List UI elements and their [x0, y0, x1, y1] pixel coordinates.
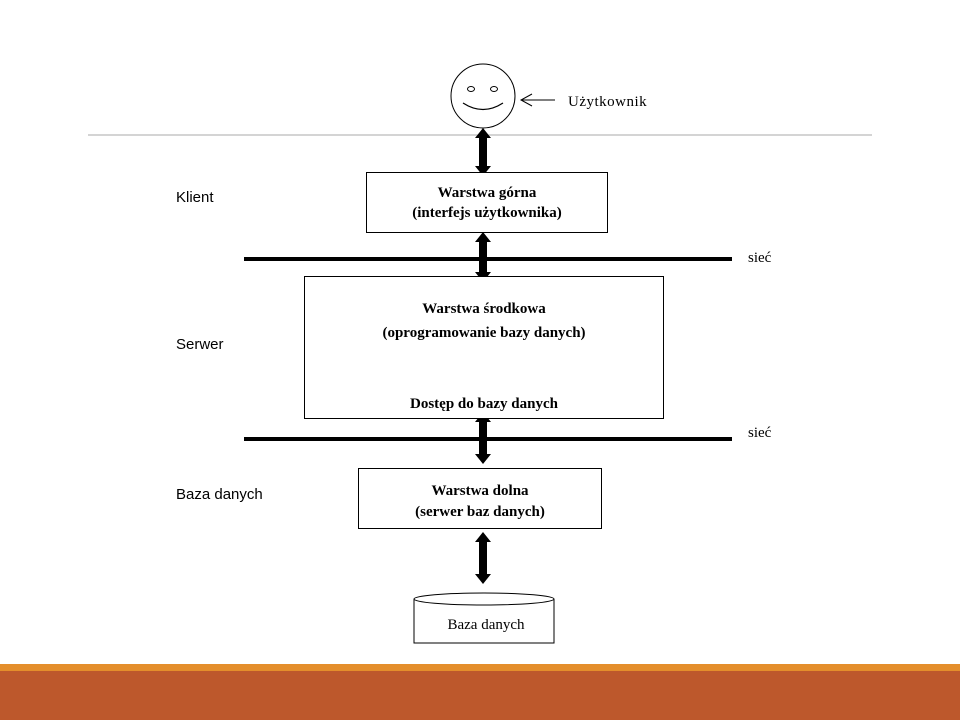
bottom-layer-subtitle: (serwer baz danych) [415, 504, 545, 520]
bottom-layer-box: Warstwa dolna (serwer baz danych) [358, 468, 602, 529]
database-cylinder-label: Baza danych [447, 617, 525, 633]
layer-label-database: Baza danych [176, 486, 263, 503]
double-arrow-1-icon [475, 128, 491, 176]
footer-band [0, 664, 960, 720]
footer-stripe [0, 664, 960, 671]
top-layer-subtitle: (interfejs użytkownika) [412, 205, 562, 221]
middle-layer-title: Warstwa środkowa [422, 301, 546, 317]
user-label: Użytkownik [568, 94, 648, 110]
layer-label-client: Klient [176, 189, 214, 206]
database-cylinder-icon [413, 592, 555, 644]
middle-layer-access: Dostęp do bazy danych [410, 396, 558, 412]
middle-layer-subtitle: (oprogramowanie bazy danych) [382, 325, 586, 341]
network-label-lower: sieć [748, 425, 772, 441]
network-label-upper: sieć [748, 250, 772, 266]
user-pointer-arrow-icon [519, 93, 555, 107]
double-arrow-2-icon [475, 232, 491, 282]
double-arrow-4-icon [475, 412, 491, 464]
bottom-layer-title: Warstwa dolna [431, 483, 529, 499]
top-layer-title: Warstwa górna [437, 185, 537, 201]
top-layer-box: Warstwa górna (interfejs użytkownika) [366, 172, 608, 233]
double-arrow-5-icon [475, 532, 491, 584]
middle-layer-box: Warstwa środkowa (oprogramowanie bazy da… [304, 276, 664, 419]
user-face-icon [450, 63, 516, 129]
layer-label-server: Serwer [176, 336, 224, 353]
double-arrow-icon [475, 128, 491, 584]
